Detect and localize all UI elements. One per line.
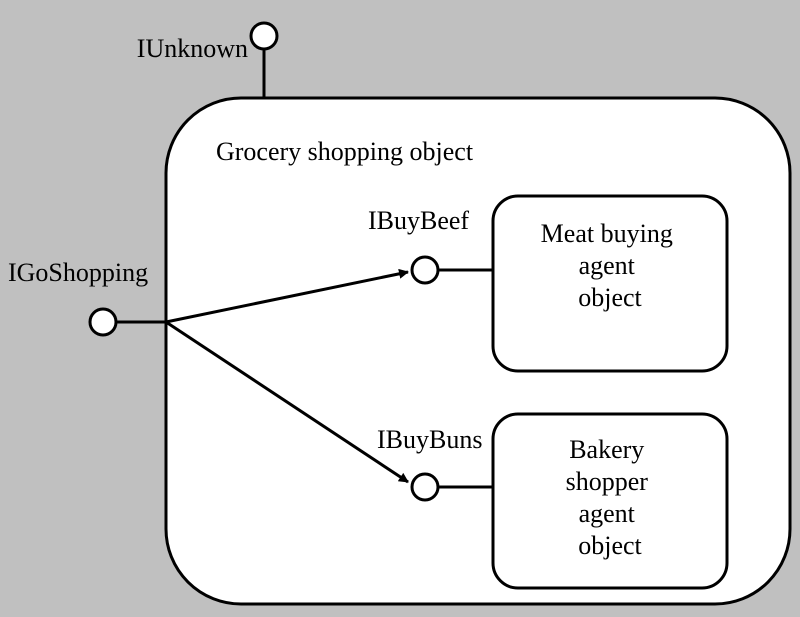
ibuybuns-label: IBuyBuns: [377, 425, 482, 454]
igoshopping-port[interactable]: [88, 307, 118, 337]
meat-agent-line: Meat buying: [541, 219, 673, 248]
iunknown-label: IUnknown: [137, 34, 248, 63]
ibuybuns-port[interactable]: [410, 472, 440, 502]
delegation-arrow-beef: [165, 268, 409, 324]
ibuybeef-port[interactable]: [410, 255, 440, 285]
iunknown-port[interactable]: [249, 21, 279, 51]
meat-agent-line: agent: [579, 251, 636, 280]
bakery-agent-label: Bakery shopper agent object: [566, 435, 655, 560]
bakery-agent-line: object: [578, 531, 642, 560]
bakery-agent-line: agent: [579, 499, 636, 528]
bakery-agent-object[interactable]: [491, 412, 729, 590]
bakery-agent-line: Bakery: [569, 435, 644, 464]
meat-agent-object[interactable]: [491, 194, 729, 373]
delegation-arrow-buns: [165, 320, 409, 484]
grocery-shopping-object-label: Grocery shopping object: [216, 137, 474, 166]
bakery-agent-line: shopper: [566, 467, 649, 496]
ibuybeef-label: IBuyBeef: [368, 206, 469, 235]
meat-agent-label: Meat buying agent object: [541, 219, 680, 312]
meat-agent-line: object: [578, 283, 642, 312]
igoshopping-label: IGoShopping: [8, 258, 148, 287]
